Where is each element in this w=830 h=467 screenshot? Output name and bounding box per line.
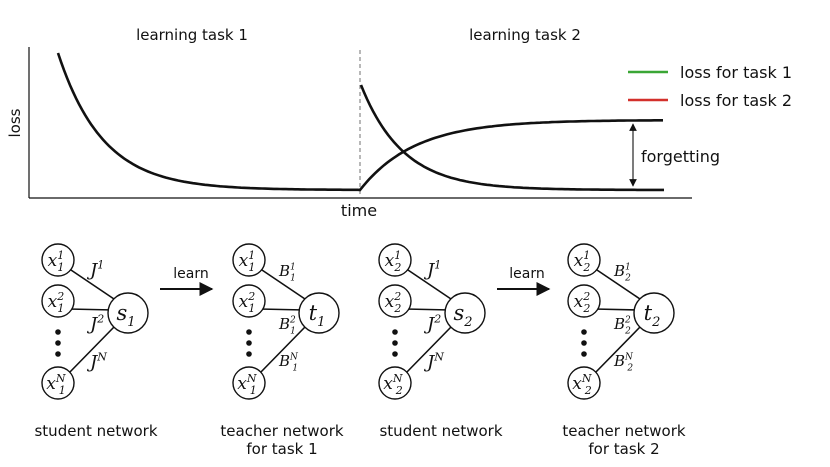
- learn-arrow-1-label: learn: [173, 266, 208, 282]
- loss-task1-curve: [56, 52, 663, 192]
- ellipsis-dot-2: [246, 340, 252, 346]
- network-caption-line-1: teacher network: [562, 422, 685, 440]
- ellipsis-dot-2: [392, 340, 398, 346]
- edge-2: [67, 308, 115, 311]
- ellipsis-dot-3: [581, 351, 587, 357]
- weight-label-3: JN: [86, 350, 107, 373]
- network-caption-line-1: student network: [34, 422, 157, 440]
- input-node-1: [378, 243, 412, 277]
- edge-1: [258, 267, 306, 300]
- edge-1: [404, 267, 452, 300]
- y-axis-label: loss: [6, 108, 24, 137]
- edge-3: [258, 326, 306, 375]
- loss-plot: learning task 1 learning task 2 loss tim…: [6, 26, 792, 220]
- ellipsis-dot-3: [392, 351, 398, 357]
- weight-label-2: J2: [423, 312, 441, 335]
- forgetting-label: forgetting: [641, 147, 720, 166]
- edge-3: [404, 326, 452, 375]
- loss-task2-curve: [359, 84, 664, 192]
- input-node-1: [232, 243, 266, 277]
- edge-2: [258, 308, 306, 311]
- network-caption-line-1: student network: [379, 422, 502, 440]
- ellipsis-dot-3: [55, 351, 61, 357]
- input-node-2: [232, 284, 266, 318]
- edge-3: [593, 326, 641, 375]
- output-node-label: s2: [453, 301, 472, 330]
- output-node: [107, 292, 149, 334]
- ellipsis-dot-2: [55, 340, 61, 346]
- network-caption-line-1: teacher network: [220, 422, 343, 440]
- ellipsis-dot-1: [392, 329, 398, 335]
- network-caption-line-2: for task 2: [588, 440, 659, 458]
- input-node-2: [567, 284, 601, 318]
- weight-label-2: J2: [86, 312, 104, 335]
- input-node-3: [378, 366, 412, 400]
- edge-3: [67, 326, 115, 375]
- network-caption-line-2: for task 1: [246, 440, 317, 458]
- ellipsis-dot-1: [55, 329, 61, 335]
- weight-label-1: J1: [423, 258, 441, 281]
- input-node-1: [41, 243, 75, 277]
- output-node-label: s1: [116, 301, 135, 330]
- input-node-2: [41, 284, 75, 318]
- output-node: [444, 292, 486, 334]
- weight-label-3: JN: [423, 350, 444, 373]
- edge-1: [593, 267, 641, 300]
- input-node-1: [567, 243, 601, 277]
- learn-arrow-2-label: learn: [509, 266, 544, 282]
- ellipsis-dot-1: [246, 329, 252, 335]
- phase2-label: learning task 2: [469, 26, 581, 44]
- input-node-3: [41, 366, 75, 400]
- edge-2: [404, 308, 452, 311]
- output-node-label: t2: [644, 301, 661, 330]
- input-node-2: [378, 284, 412, 318]
- output-node: [298, 292, 340, 334]
- legend-label-task1: loss for task 1: [680, 63, 792, 82]
- edge-1: [67, 267, 115, 300]
- x-axis-label: time: [341, 201, 377, 220]
- ellipsis-dot-1: [581, 329, 587, 335]
- ellipsis-dot-3: [246, 351, 252, 357]
- input-node-3: [232, 366, 266, 400]
- legend: loss for task 1 loss for task 2: [628, 63, 792, 110]
- phase1-label: learning task 1: [136, 26, 248, 44]
- ellipsis-dot-2: [581, 340, 587, 346]
- edge-2: [593, 308, 641, 311]
- legend-label-task2: loss for task 2: [680, 91, 792, 110]
- output-node-label: t1: [309, 301, 326, 330]
- output-node: [633, 292, 675, 334]
- input-node-3: [567, 366, 601, 400]
- weight-label-1: J1: [86, 258, 104, 281]
